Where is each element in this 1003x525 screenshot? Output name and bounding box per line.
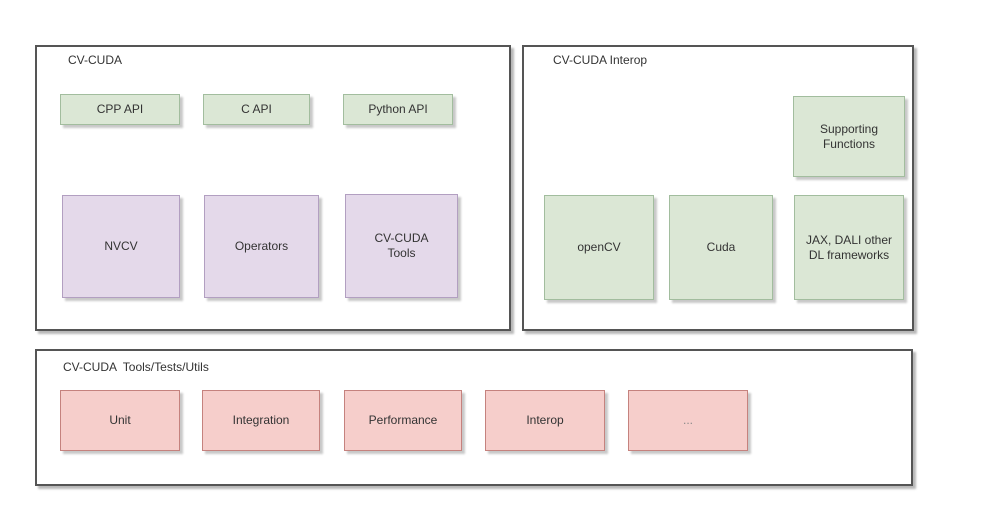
cpp-api-box: CPP API (60, 94, 180, 125)
jax-dali-frameworks-box: JAX, DALI other DL frameworks (794, 195, 904, 300)
interop-box: Interop (485, 390, 605, 451)
supporting-functions-box: Supporting Functions (793, 96, 905, 177)
interop-group: CV-CUDA Interop Supporting Functions ope… (522, 45, 914, 331)
unit-box: Unit (60, 390, 180, 451)
ellipsis-box: ... (628, 390, 748, 451)
cvcuda-tools-box: CV-CUDA Tools (345, 194, 458, 298)
c-api-box: C API (203, 94, 310, 125)
performance-box: Performance (344, 390, 462, 451)
tools-tests-utils-group: CV-CUDA Tools/Tests/Utils Unit Integrati… (35, 349, 913, 486)
tools-tests-utils-group-title: CV-CUDA Tools/Tests/Utils (63, 360, 209, 374)
integration-box: Integration (202, 390, 320, 451)
operators-box: Operators (204, 195, 319, 298)
opencv-box: openCV (544, 195, 654, 300)
cuda-box: Cuda (669, 195, 773, 300)
interop-group-title: CV-CUDA Interop (553, 53, 648, 67)
python-api-box: Python API (343, 94, 453, 125)
nvcv-box: NVCV (62, 195, 180, 298)
cvcuda-group-title: CV-CUDA (68, 53, 123, 67)
cvcuda-group: CV-CUDA CPP API C API Python API NVCV Op… (35, 45, 511, 331)
